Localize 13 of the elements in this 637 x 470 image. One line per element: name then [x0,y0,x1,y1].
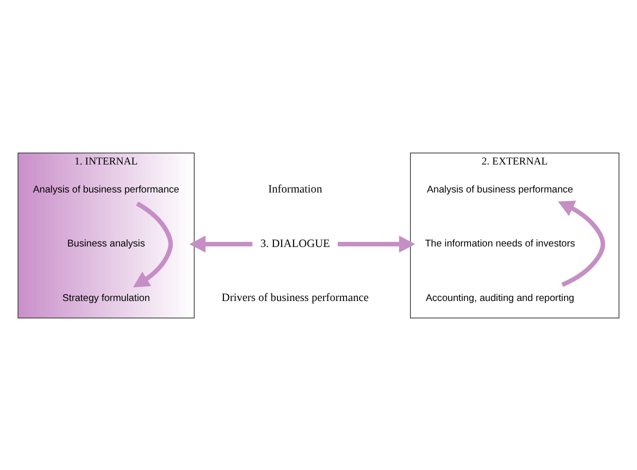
arrow [338,235,416,252]
node-text: 3. DIALOGUE [260,237,330,250]
label: Information [268,183,322,196]
node-text: Strategy formulation [62,292,150,304]
arrow [133,201,173,287]
arrow [558,200,606,286]
label: Drivers of business performance [222,292,369,304]
arrow [189,235,252,252]
node-text: Analysis of business performance [33,184,180,195]
node-text: Business analysis [67,238,146,250]
node-text: Accounting, auditing and reporting [426,292,574,304]
node-text: Analysis of business performance [426,184,574,195]
node-text: The information needs of investors [424,238,576,250]
